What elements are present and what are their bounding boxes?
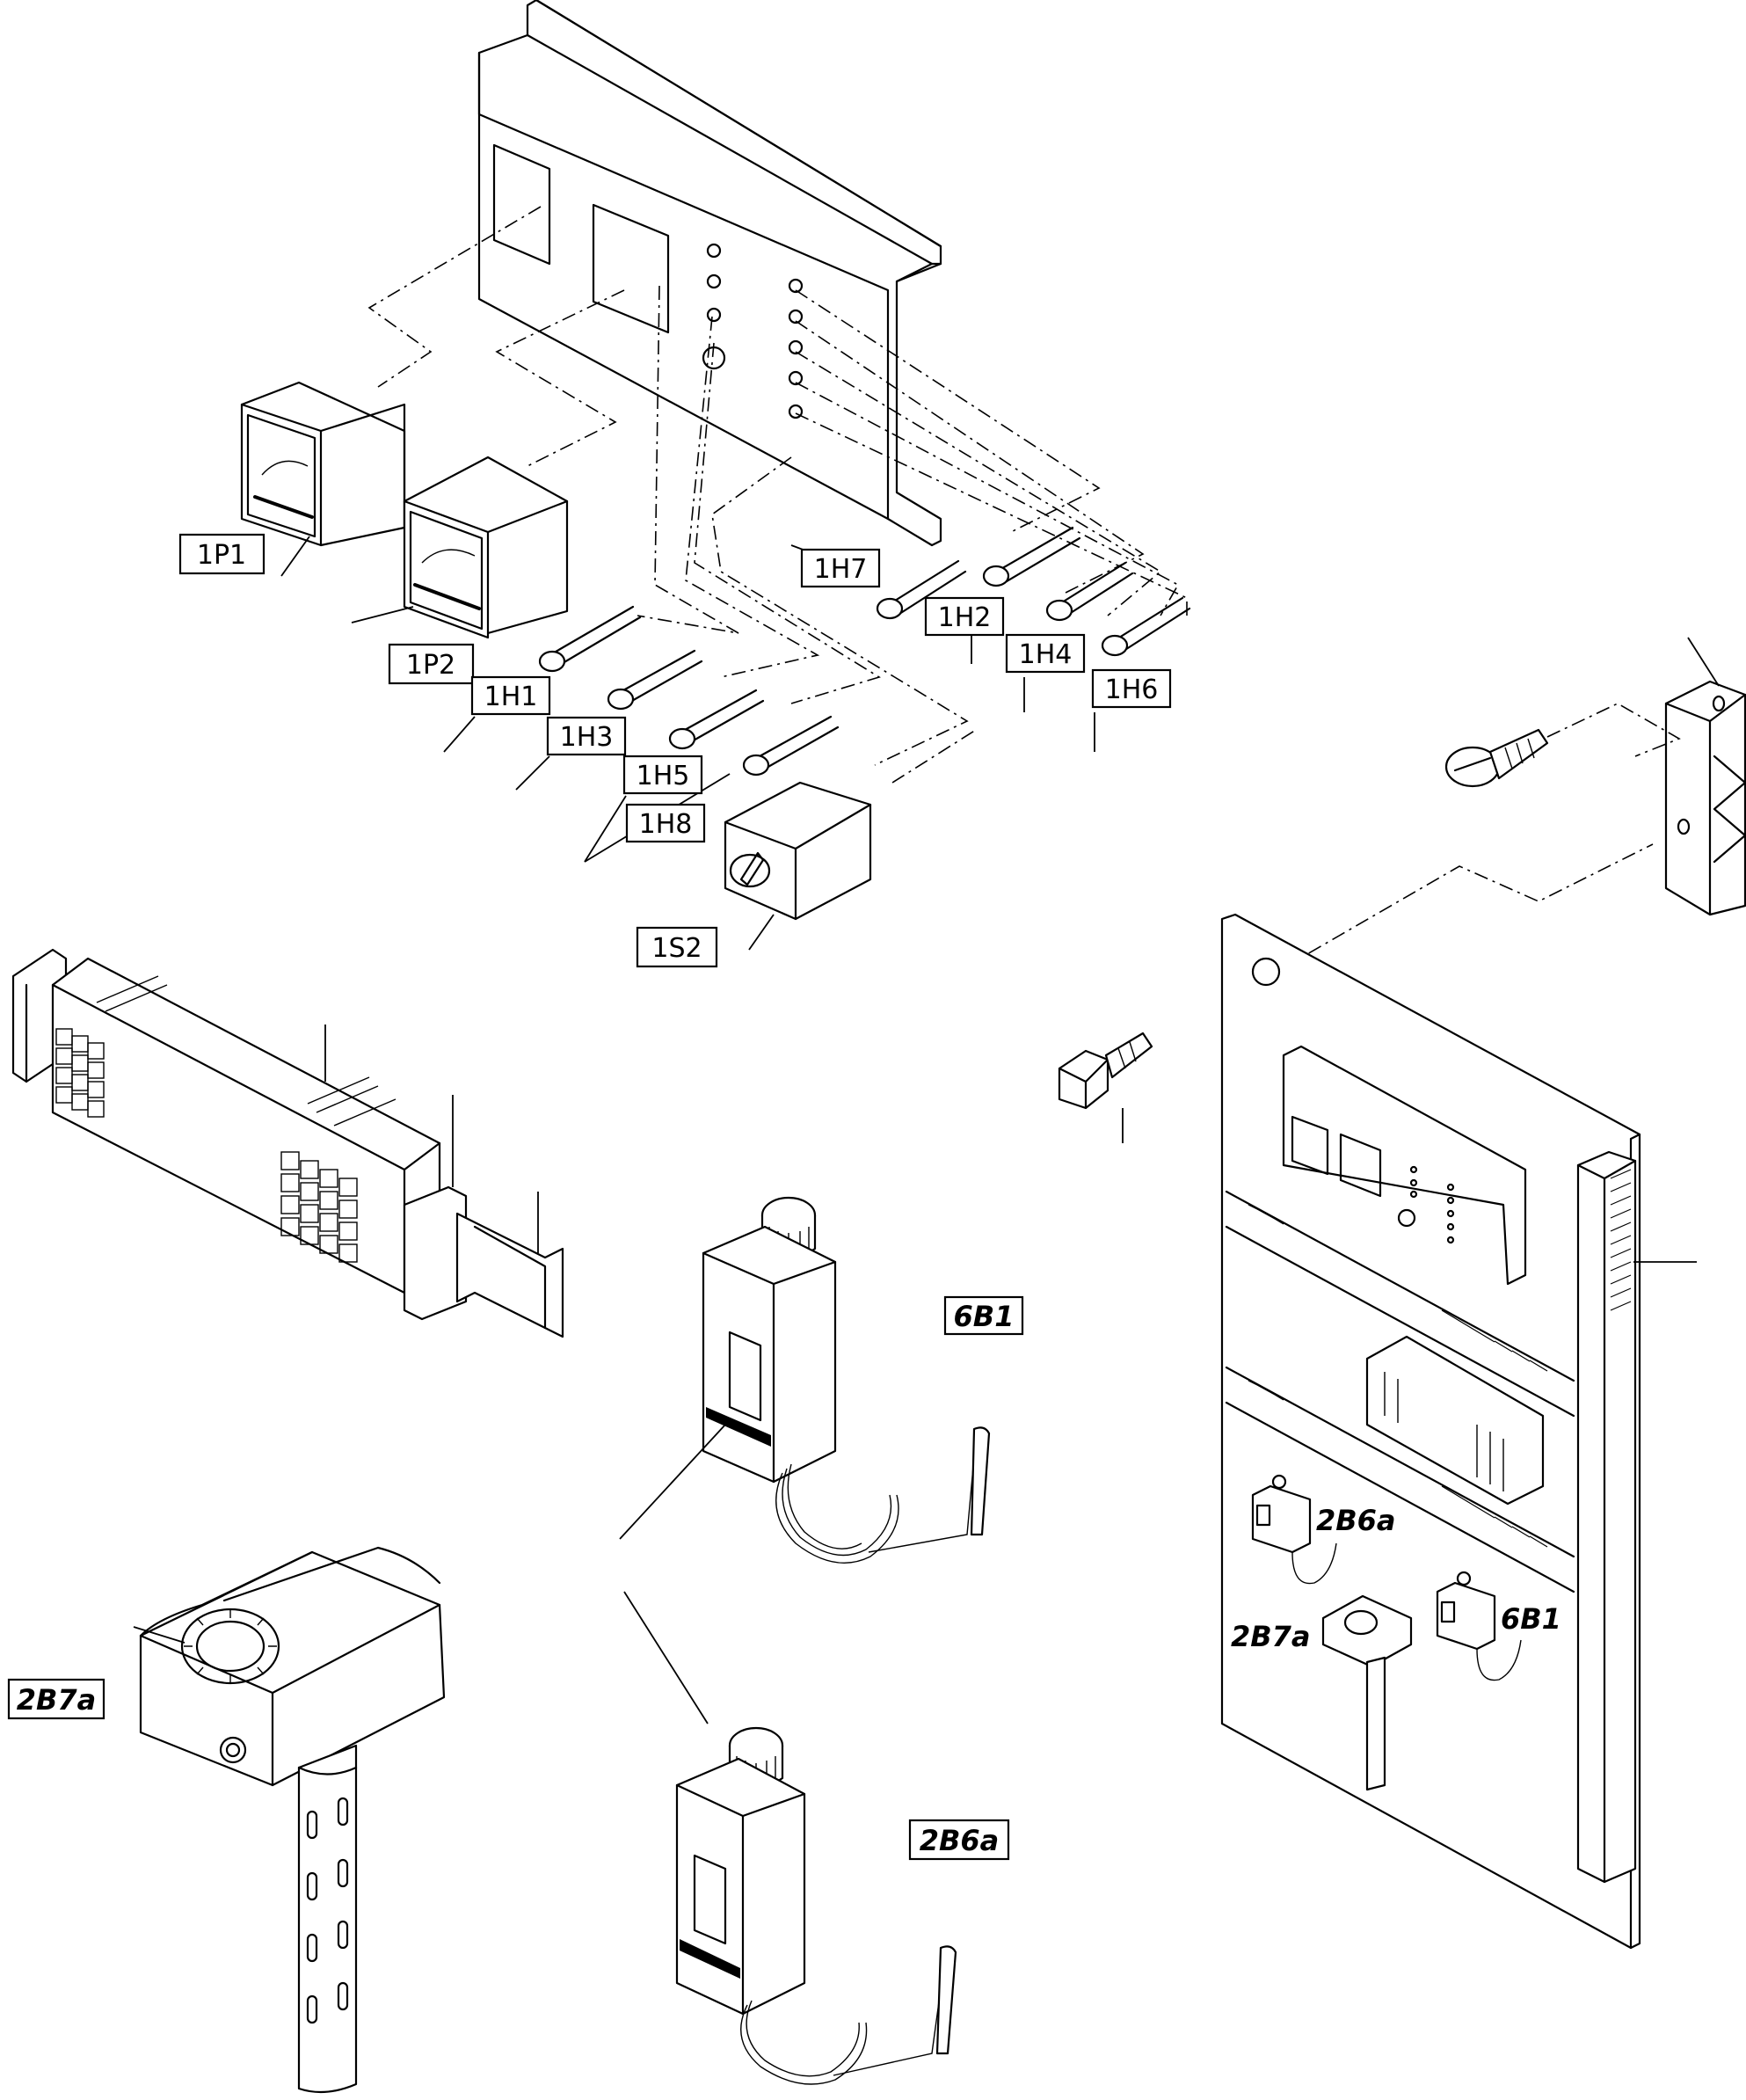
- label-6b1-large: 6B1: [943, 1295, 1024, 1336]
- label-1p1: 1P1: [178, 533, 266, 575]
- label-1h7: 1H7: [800, 548, 881, 588]
- lamp-1h8: [742, 715, 840, 777]
- meter-1p1: [240, 381, 406, 547]
- lamp-1h1: [538, 605, 642, 673]
- svg-text:1H8: 1H8: [639, 809, 693, 840]
- terminal-block-right: [280, 1151, 358, 1263]
- enclosure-panel: [1220, 913, 1697, 1950]
- svg-text:2B7a: 2B7a: [17, 1683, 97, 1717]
- label-1h5: 1H5: [622, 755, 703, 795]
- front-panel: [477, 0, 942, 547]
- bracket-guide-line-2: [1261, 843, 1654, 981]
- svg-text:1H3: 1H3: [560, 722, 614, 753]
- lamp-1h5: [668, 689, 765, 750]
- label-1h2: 1H2: [924, 596, 1005, 637]
- svg-text:1S2: 1S2: [651, 933, 702, 964]
- svg-text:1H1: 1H1: [484, 682, 538, 712]
- svg-text:6B1: 6B1: [954, 1300, 1015, 1333]
- label-1s2: 1S2: [636, 926, 718, 968]
- label-2b7a-large: 2B7a: [7, 1678, 105, 1720]
- terminal-block-left: [55, 1028, 105, 1118]
- label-1h4: 1H4: [1005, 633, 1086, 674]
- lamp-1h2: [982, 526, 1081, 587]
- terminal-rail-assembly: [11, 948, 564, 1338]
- svg-text:1P1: 1P1: [197, 540, 246, 571]
- thermostat-2b6a: [623, 1591, 957, 2085]
- svg-text:1H7: 1H7: [814, 554, 868, 585]
- screw-upper: [1444, 728, 1549, 788]
- label-1h6: 1H6: [1091, 668, 1172, 709]
- bracket-guide-line-1: [1546, 703, 1681, 757]
- meter-cutout-1: [492, 143, 551, 266]
- lamp-1h6: [1101, 596, 1191, 657]
- indicator-holes: [702, 243, 804, 419]
- label-2b6a-large: 2B6a: [908, 1819, 1010, 1861]
- svg-text:1H6: 1H6: [1105, 674, 1159, 705]
- svg-text:2B6a: 2B6a: [920, 1824, 1000, 1857]
- lamp-1h3: [607, 649, 703, 711]
- svg-text:1H4: 1H4: [1019, 639, 1073, 670]
- lamp-1h4: [1045, 561, 1134, 622]
- lamp-1h7: [876, 559, 967, 620]
- wall-bracket: [1664, 637, 1746, 916]
- svg-text:1H5: 1H5: [637, 761, 690, 791]
- label-1h8: 1H8: [625, 803, 706, 843]
- svg-text:1P2: 1P2: [406, 650, 455, 681]
- switch-1s2: [724, 781, 872, 921]
- indicator-lamps: [538, 526, 1191, 777]
- thermostat-2b7a: [133, 1546, 446, 2094]
- svg-text:1H2: 1H2: [938, 602, 992, 633]
- label-1h1: 1H1: [470, 675, 551, 716]
- meter-cutout-2: [592, 203, 670, 334]
- meter-1p2: [403, 456, 569, 639]
- label-1h3: 1H3: [546, 716, 627, 756]
- label-2b6a-small: 2B6a: [1316, 1504, 1396, 1537]
- label-6b1-small: 6B1: [1501, 1602, 1561, 1636]
- screw-lower: [1058, 1032, 1153, 1143]
- label-1p2: 1P2: [388, 643, 475, 685]
- thermostat-6b1: [619, 1196, 991, 1564]
- label-2b7a-small: 2B7a: [1231, 1620, 1311, 1653]
